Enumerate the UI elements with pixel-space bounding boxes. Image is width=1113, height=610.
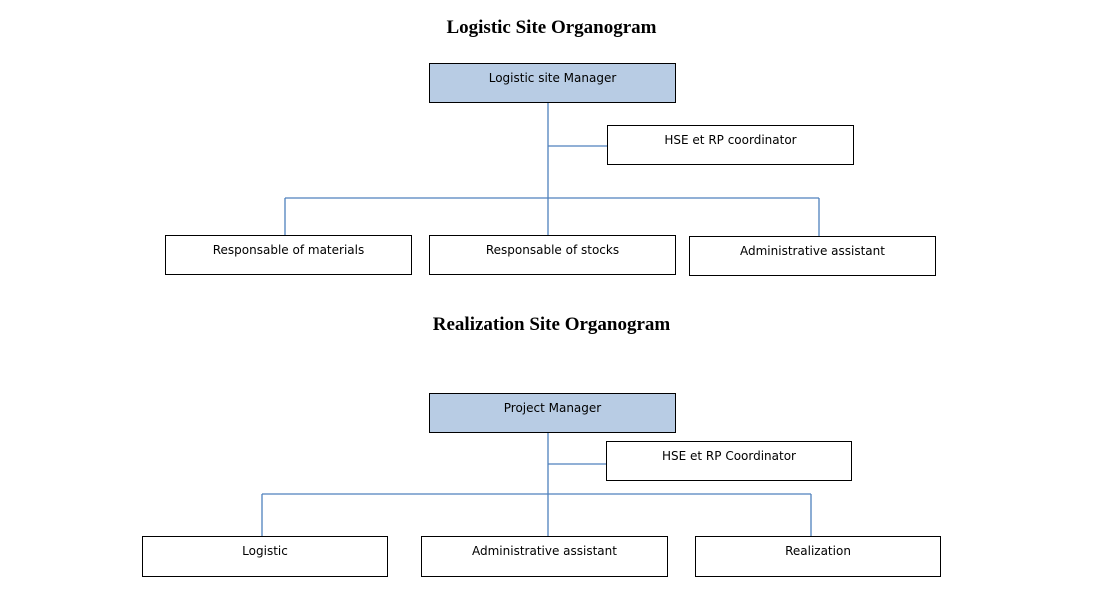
- project-manager-box: Project Manager: [429, 393, 676, 433]
- responsable-materials-box: Responsable of materials: [165, 235, 412, 275]
- realization-admin-assistant-box: Administrative assistant: [421, 536, 668, 577]
- realization-hse-coordinator-box: HSE et RP Coordinator: [606, 441, 852, 481]
- logistic-hse-coordinator-box: HSE et RP coordinator: [607, 125, 854, 165]
- responsable-stocks-box: Responsable of stocks: [429, 235, 676, 275]
- logistic-chart-title: Logistic Site Organogram: [446, 17, 657, 38]
- realization-chart-title: Realization Site Organogram: [432, 314, 671, 335]
- logistic-unit-box: Logistic: [142, 536, 388, 577]
- logistic-admin-assistant-box: Administrative assistant: [689, 236, 936, 276]
- logistic-site-manager-box: Logistic site Manager: [429, 63, 676, 103]
- realization-unit-box: Realization: [695, 536, 941, 577]
